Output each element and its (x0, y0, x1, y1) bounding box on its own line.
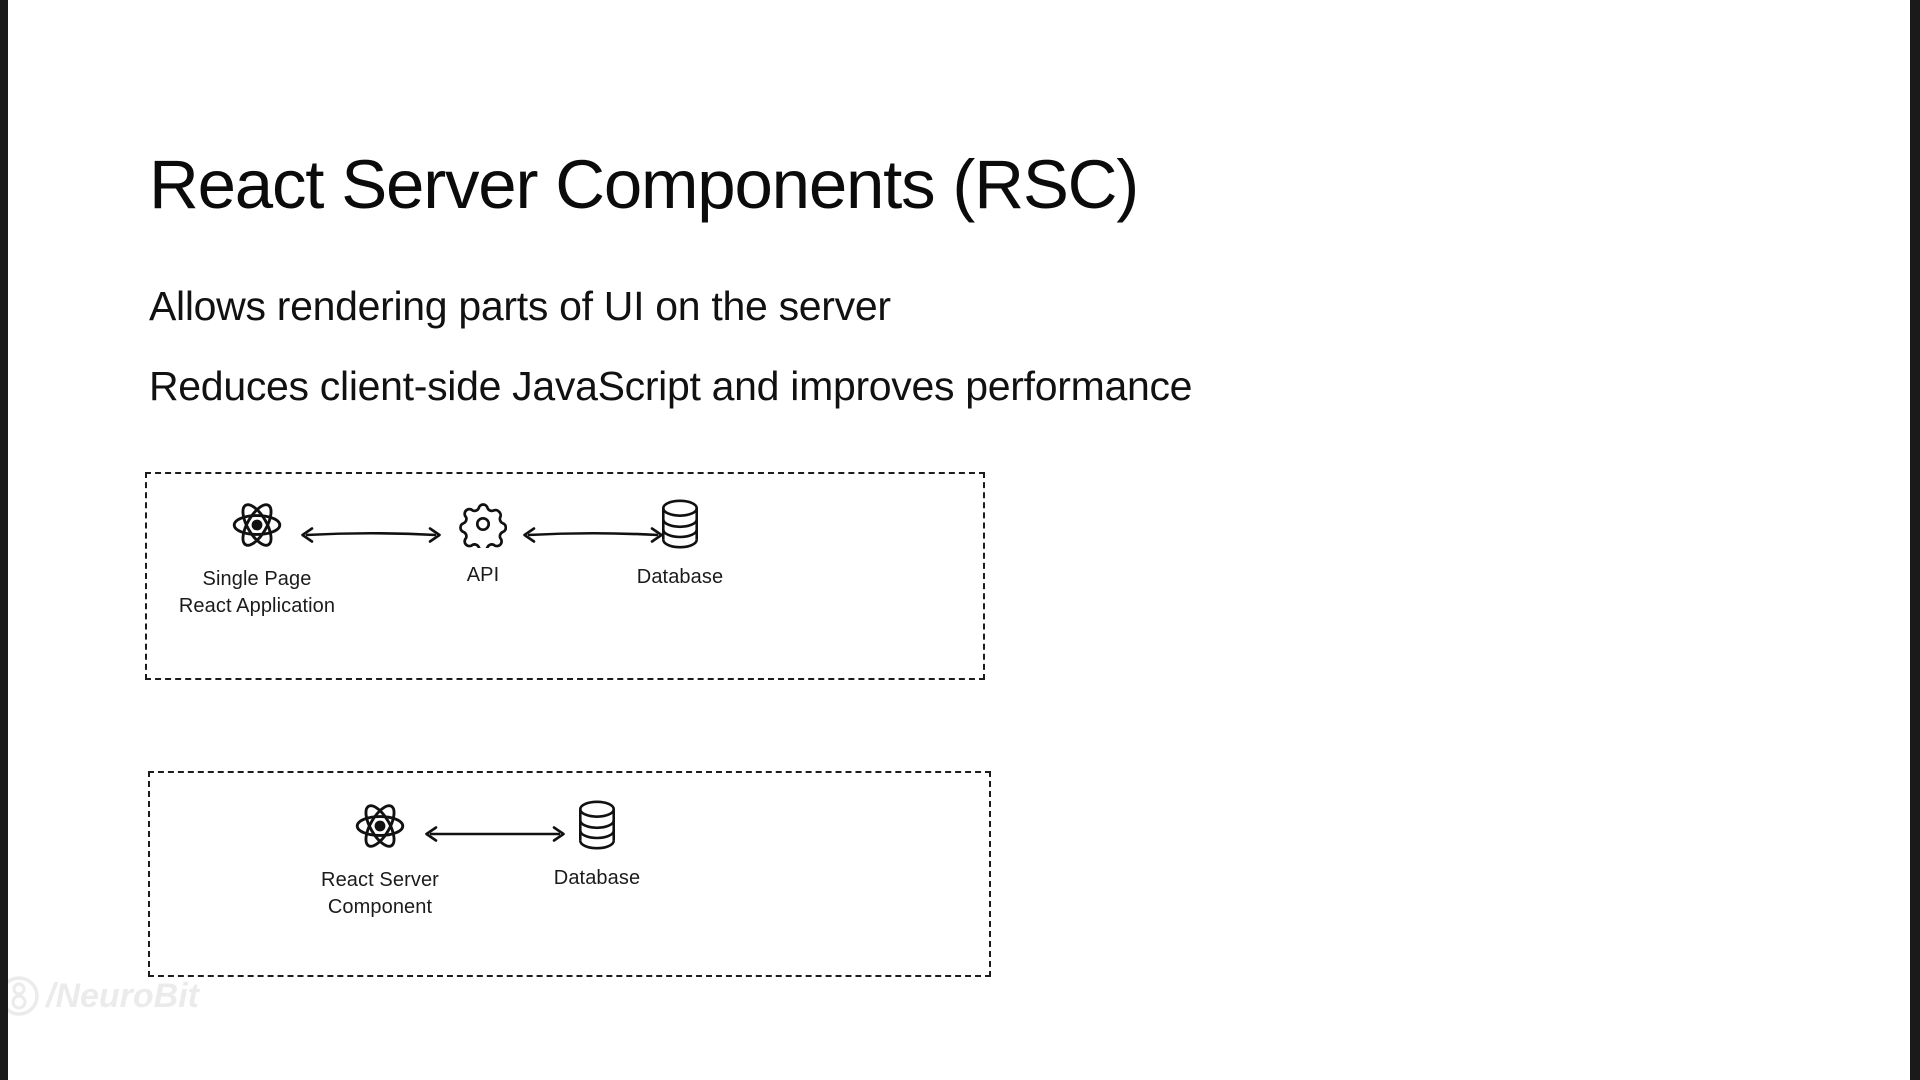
diagram-node-label: React Server Component (321, 869, 439, 918)
bullet-line-1: Allows rendering parts of UI on the serv… (149, 283, 891, 329)
connector-double-arrow-api-to-database (518, 524, 668, 546)
watermark-text: /NeuroBit (46, 976, 199, 1015)
bullet-line-2: Reduces client-side JavaScript and impro… (149, 363, 1193, 409)
diagram-node-database: Database (570, 498, 790, 591)
watermark: /NeuroBit (0, 975, 199, 1017)
letterbox-strip-left (0, 0, 8, 1080)
page-title: React Server Components (RSC) (149, 146, 1139, 224)
database-icon (487, 799, 707, 851)
letterbox-strip-right (1910, 0, 1920, 1080)
connector-double-arrow-rsc-to-database (420, 823, 570, 845)
database-icon (570, 498, 790, 550)
diagram-frame-spa-architecture: Single Page React Application (145, 472, 985, 680)
diagram-node-label: API (466, 564, 500, 586)
diagram-node-single-page-react-application: Single Page React Application (147, 498, 367, 619)
diagram-node-database: Database (487, 799, 707, 892)
diagram-node-label: Database (636, 566, 724, 588)
diagram-node-label: Database (553, 867, 641, 889)
react-atom-icon (147, 498, 367, 552)
diagram-frame-rsc-architecture: React Server Component (148, 771, 991, 977)
diagram-node-api: API (373, 500, 593, 589)
react-atom-icon (270, 799, 490, 853)
diagram-node-react-server-component: React Server Component (270, 799, 490, 920)
diagram-node-label: Single Page React Application (178, 568, 336, 617)
connector-double-arrow-spa-to-api (296, 524, 446, 546)
